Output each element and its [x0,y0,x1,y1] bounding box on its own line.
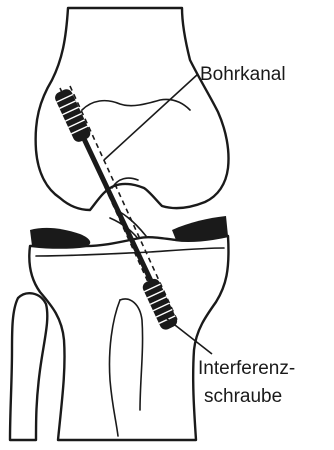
meniscus-left [30,228,90,248]
fibula-outline [10,293,47,440]
tibia-outline [29,236,228,440]
drill-channel-label: Bohrkanal [200,64,286,85]
screw-label-line2: schraube [204,386,282,407]
tibia [29,236,228,440]
screw-label-line1: Interferenz- [198,358,295,379]
